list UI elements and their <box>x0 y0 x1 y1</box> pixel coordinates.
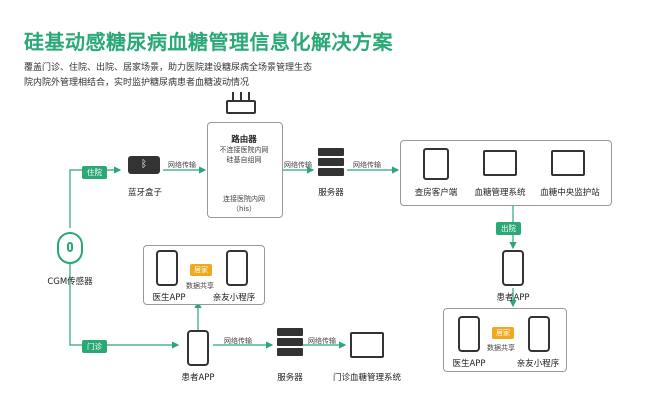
router-label: 路由器 <box>231 135 257 145</box>
home-right-doctor-icon <box>458 316 480 352</box>
outpatient-patient-label: 患者APP <box>181 373 215 383</box>
glucose-system-icon <box>483 150 517 176</box>
home-right-tag: 居家 <box>492 327 514 339</box>
page-title: 硅基动感糖尿病血糖管理信息化解决方案 <box>24 30 393 54</box>
router-note-1: 不连接医院内网 <box>219 146 269 154</box>
home-right-share-label: 数据共享 <box>487 344 515 352</box>
home-left-share-label: 数据共享 <box>186 282 214 290</box>
home-left-doctor-icon <box>156 250 178 286</box>
ward-client-icon <box>423 148 449 180</box>
router-note-4: （his） <box>231 205 257 213</box>
central-monitor-label: 血糖中央监护站 <box>540 188 600 198</box>
discharge-patient-label: 患者APP <box>496 293 530 303</box>
bluetooth-box-icon: ᛒ <box>128 156 160 174</box>
router-box <box>207 122 283 218</box>
router-note-3: 连接医院内网 <box>223 195 265 203</box>
outpatient-patient-app-icon <box>187 330 209 366</box>
server-top-label: 服务器 <box>318 188 344 198</box>
home-left-family-label: 亲友小程序 <box>212 293 256 303</box>
outpatient-link-label: 网络传输 <box>224 337 252 345</box>
home-left-family-icon <box>226 250 248 286</box>
server-top-link-label: 网络传输 <box>353 161 381 169</box>
discharge-patient-app-icon <box>502 250 524 286</box>
home-left-tag: 居家 <box>190 264 212 276</box>
server-bottom-link-label: 网络传输 <box>308 337 336 345</box>
cgm-sensor-icon <box>57 232 83 264</box>
router-note-2: 硅基自组网 <box>226 156 262 164</box>
central-monitor-icon <box>551 150 585 176</box>
ward-client-label: 查房客户端 <box>414 188 458 198</box>
bluetooth-label: 蓝牙盒子 <box>127 188 162 198</box>
home-left-doctor-label: 医生APP <box>152 293 186 303</box>
inpatient-tag: 住院 <box>82 166 107 179</box>
outpatient-system-icon <box>350 332 384 358</box>
bluetooth-link-label: 网络传输 <box>168 161 196 169</box>
outpatient-tag: 门诊 <box>82 340 107 353</box>
outpatient-system-label: 门诊血糖管理系统 <box>332 373 401 383</box>
server-bottom-label: 服务器 <box>277 373 303 383</box>
router-link-label: 网络传输 <box>284 161 312 169</box>
subtitle-line-1: 覆盖门诊、住院、出院、居家场景，助力医院建设糖尿病全场景管理生态 <box>24 63 313 73</box>
glucose-system-label: 血糖管理系统 <box>474 188 526 198</box>
home-right-family-icon <box>528 316 550 352</box>
server-top-icon <box>318 148 344 178</box>
home-right-family-label: 亲友小程序 <box>516 359 560 369</box>
subtitle-line-2: 院内院外管理相结合，实时监护糖尿病患者血糖波动情况 <box>24 78 250 88</box>
home-right-doctor-label: 医生APP <box>452 359 486 369</box>
cgm-label: CGM传感器 <box>47 277 93 287</box>
server-bottom-icon <box>277 328 303 358</box>
router-icon <box>226 92 256 114</box>
discharge-tag: 出院 <box>496 222 521 235</box>
